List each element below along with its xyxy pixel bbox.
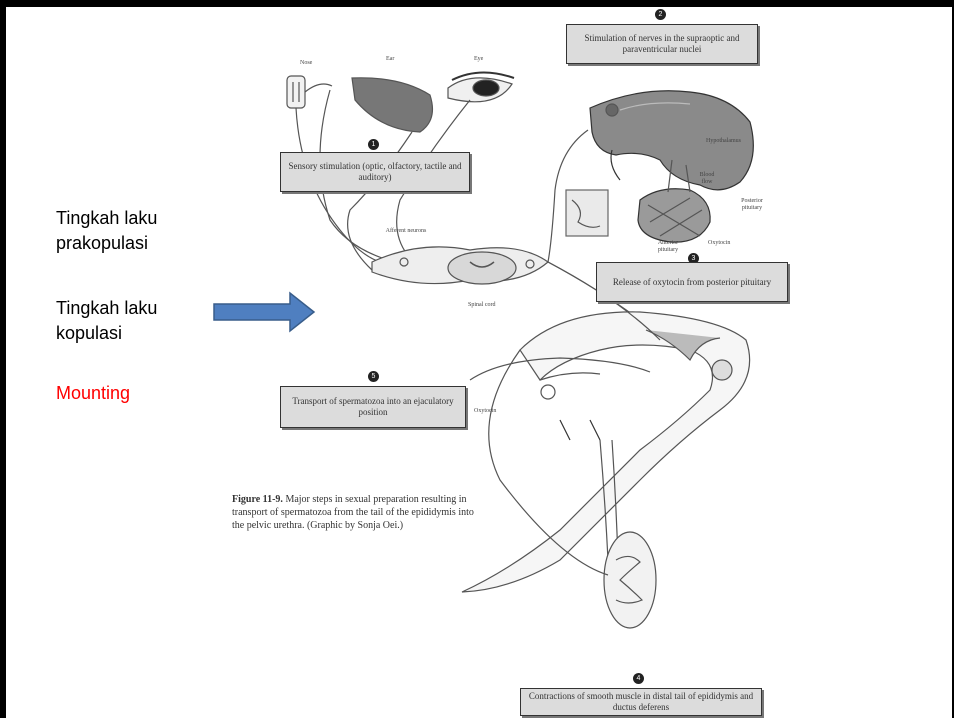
step-2-box: Stimulation of nerves in the supraoptic …	[566, 24, 758, 64]
text-kopulasi: Tingkah laku kopulasi	[56, 296, 157, 346]
frame-right	[952, 0, 954, 718]
epididymis-tract-drawing	[461, 311, 751, 629]
eye-drawing	[447, 71, 515, 103]
step-2-marker: 2	[655, 9, 666, 20]
caption-bold: Figure 11-9.	[232, 494, 283, 505]
frame-left	[0, 0, 6, 718]
step-1-marker: 1	[368, 139, 379, 150]
label-ear: Ear	[386, 56, 395, 62]
label-eye: Eye	[474, 56, 484, 62]
ear-drawing	[351, 77, 433, 133]
label-hypothalamus: Hypothalamus	[706, 138, 741, 144]
label-anterior-pituitary: Anterior pituitary	[657, 240, 679, 253]
label-oxytocin-tract: Oxytocin	[474, 408, 497, 414]
text-line: kopulasi	[56, 323, 123, 343]
step-5-marker: 5	[368, 371, 379, 382]
label-spinal-cord: Spinal cord	[468, 302, 496, 308]
text-line: Tingkah laku	[56, 298, 158, 318]
label-afferent: Afferent neurons	[385, 228, 427, 234]
arrow-icon	[213, 291, 316, 333]
text-line: prakopulasi	[56, 233, 149, 253]
figure-caption: Figure 11-9. Major steps in sexual prepa…	[232, 493, 480, 532]
caption-text: Major steps in sexual preparation result…	[232, 494, 474, 531]
step-1-box: Sensory stimulation (optic, olfactory, t…	[280, 152, 470, 192]
step-4-marker: 4	[633, 673, 644, 684]
pituitary-drawing	[565, 159, 711, 243]
label-blood-flow: Blood flow	[699, 172, 715, 185]
text-line: Tingkah laku	[56, 208, 158, 228]
label-oxytocin-pituitary: Oxytocin	[708, 240, 731, 246]
step-5-box: Transport of spermatozoa into an ejacula…	[280, 386, 466, 428]
step-3-marker: 3	[688, 253, 699, 264]
text-prakopulasi: Tingkah laku prakopulasi	[56, 206, 157, 256]
step-3-box: Release of oxytocin from posterior pitui…	[596, 262, 788, 302]
label-nose: Nose	[300, 60, 313, 66]
step-4-box: Contractions of smooth muscle in distal …	[520, 688, 762, 716]
frame-top	[0, 0, 954, 7]
spinal-cord-drawing	[371, 246, 549, 285]
hypothalamus-drawing	[589, 90, 754, 191]
label-posterior-pituitary: Posterior pituitary	[741, 198, 763, 211]
nose-drawing	[286, 75, 333, 109]
text-mounting: Mounting	[56, 383, 131, 403]
